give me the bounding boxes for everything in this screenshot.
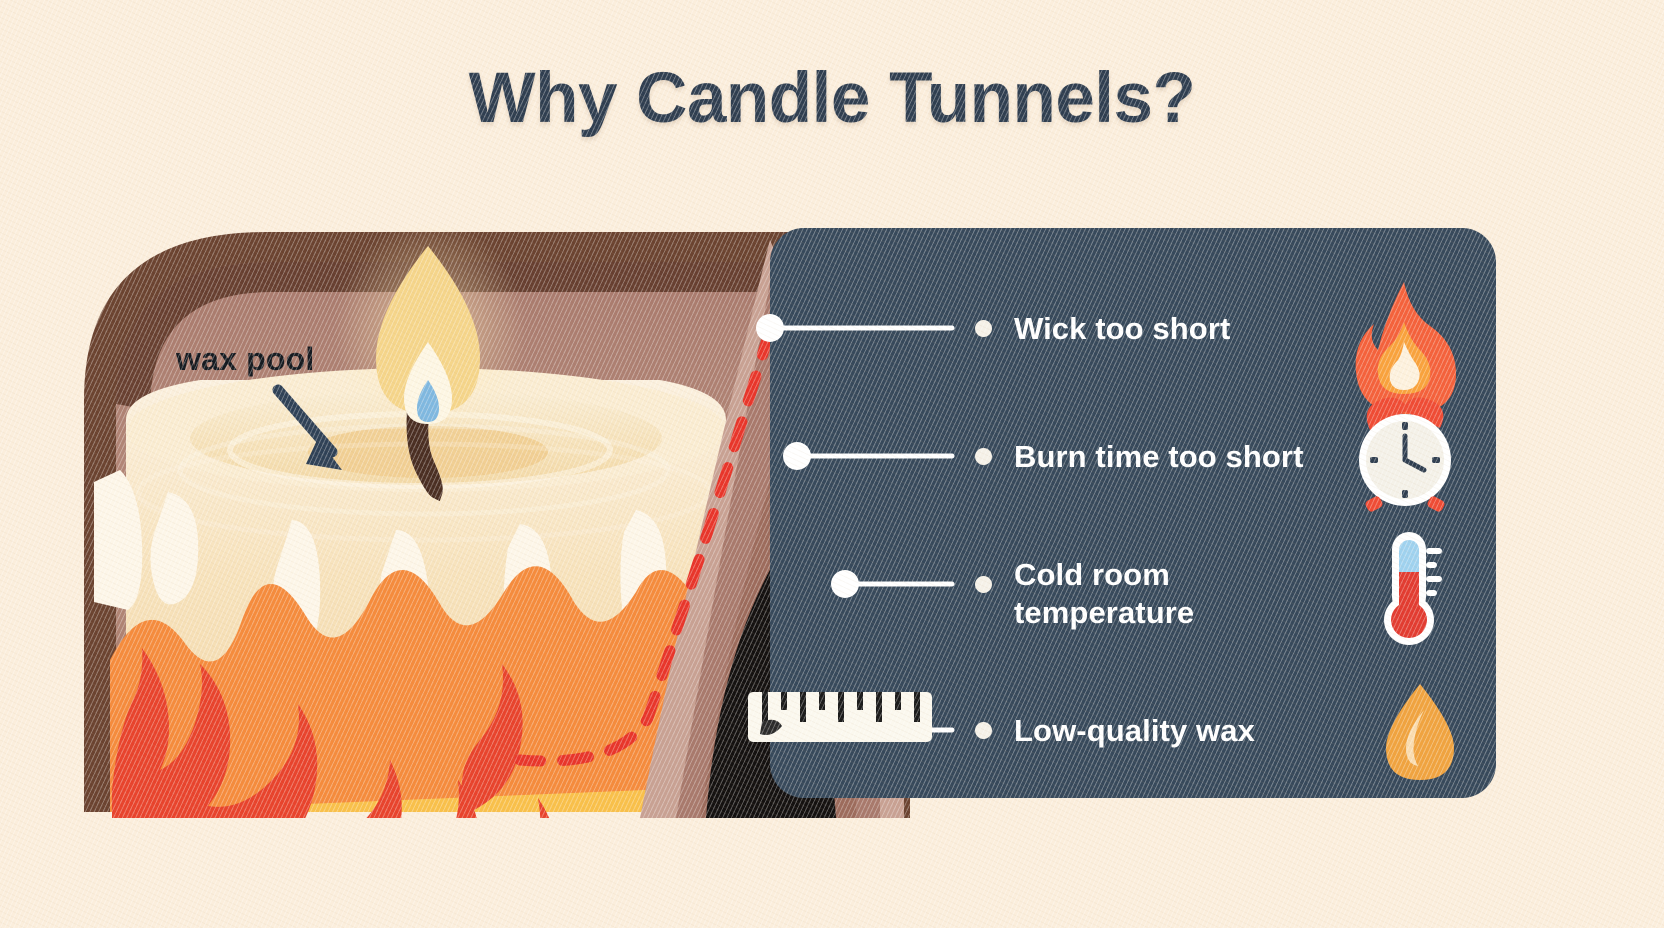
panel-item-label-cold-room[interactable]: Cold room temperature	[1014, 556, 1194, 632]
panel-item-label-wick[interactable]: Wick too short	[1014, 311, 1231, 346]
panel-item-label-burn-time[interactable]: Burn time too short	[1014, 439, 1304, 474]
fire-red-accent	[462, 664, 523, 812]
bullet-dot-wick	[975, 320, 992, 337]
fire-red-layer	[112, 648, 560, 818]
bullet-dot-low-quality-wax	[975, 722, 992, 739]
fire-orange-layer	[110, 566, 694, 812]
panel-item-label-cold-room-line2: temperature	[1014, 595, 1195, 630]
thermometer-icon	[1384, 532, 1442, 645]
tunnel-dashed-guide-left	[514, 324, 776, 767]
wax-pool-arrow	[272, 384, 342, 470]
fire-icon	[1355, 282, 1456, 415]
candle-flame-core-stem	[421, 392, 435, 418]
candle-flame-outer	[376, 246, 480, 414]
candle-wick	[406, 397, 443, 502]
panel-item-label-low-quality-wax[interactable]: Low-quality wax	[1014, 713, 1255, 748]
ruler-icon	[748, 692, 932, 742]
page-title: Why Candle Tunnels?	[468, 59, 1196, 138]
causes-panel-shape	[756, 228, 1496, 798]
leader-nodes	[756, 314, 859, 598]
bullet-dot-burn-time	[975, 448, 992, 465]
wax-pool-label: wax pool	[176, 341, 315, 377]
bullet-dot-cold-room	[975, 576, 992, 593]
alarm-clock-icon	[1359, 397, 1451, 512]
wax-droplet-icon	[1386, 684, 1454, 780]
panel-item-label-cold-room-line1: Cold room	[1014, 557, 1170, 592]
